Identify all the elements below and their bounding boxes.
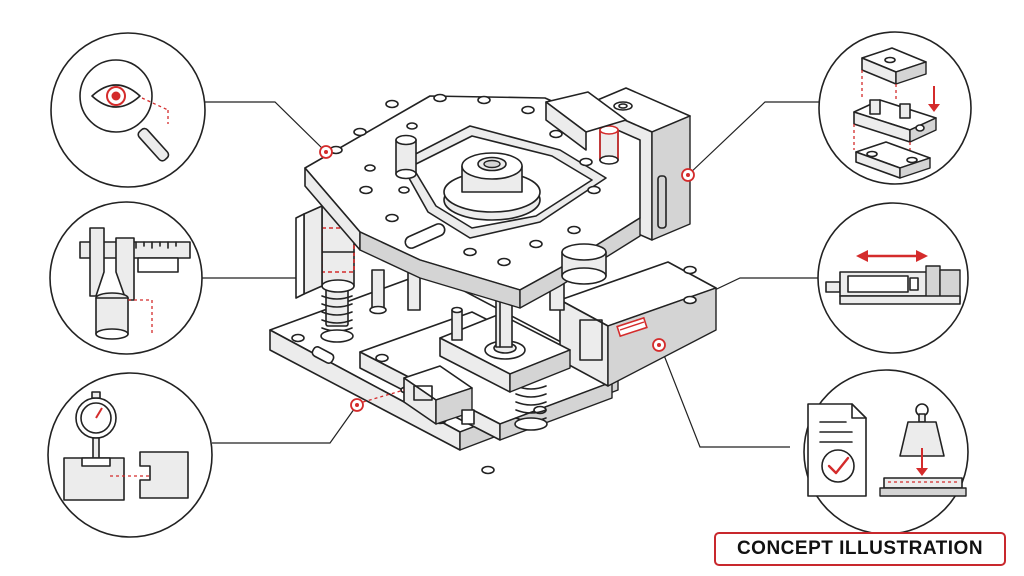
exploded-view-icon <box>853 47 940 179</box>
badge-label: CONCEPT ILLUSTRATION <box>736 538 984 559</box>
checklist-document-icon <box>807 403 867 497</box>
exploded-assembly-callout <box>818 31 972 185</box>
right-lower-cylinder <box>561 243 607 285</box>
right-spring <box>514 385 548 431</box>
actuator-arrow-icon <box>825 250 961 305</box>
central-boss <box>443 152 541 221</box>
linear-actuator-callout <box>817 202 969 354</box>
leader-lines <box>200 101 820 448</box>
concept-illustration-badge: CONCEPT ILLUSTRATION <box>714 532 1006 566</box>
side-guide <box>545 91 627 151</box>
marker-dots <box>319 145 695 412</box>
magnifier-eye-icon <box>79 59 170 162</box>
right-base-block <box>559 261 717 387</box>
sensor-block <box>403 365 475 425</box>
inspection-magnifier-callout <box>50 32 206 188</box>
weight-press-icon <box>879 403 967 497</box>
mechanical-assembly <box>269 87 717 475</box>
quality-check-callout <box>803 369 969 535</box>
left-bracket <box>295 205 323 299</box>
left-spring <box>320 285 354 343</box>
indicator-pin <box>599 125 619 165</box>
dial-indicator-callout <box>47 372 213 538</box>
caliper-icon <box>79 227 191 340</box>
dial-gauge-icon <box>63 391 189 501</box>
caliper-measurement-callout <box>49 201 203 355</box>
